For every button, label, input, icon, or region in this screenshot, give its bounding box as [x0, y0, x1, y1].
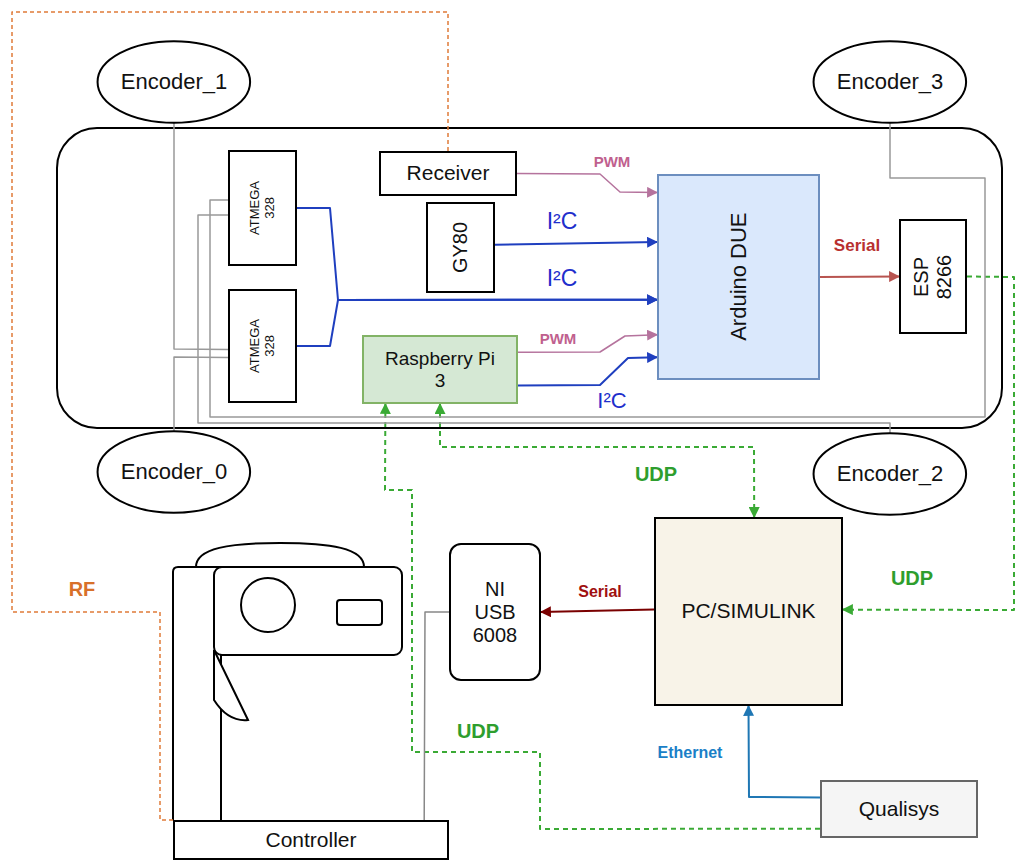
connector-line: [518, 335, 657, 353]
connector-line: [749, 706, 821, 797]
node-label: Encoder_3: [837, 69, 943, 94]
receiver-box: Receiver: [379, 151, 517, 196]
node-label: Receiver: [407, 161, 490, 185]
signal-label: I²C: [547, 266, 578, 291]
node-label: Encoder_2: [837, 461, 943, 486]
connector-line: [820, 276, 899, 279]
connector-line: [12, 12, 448, 820]
microcontroller-box: ATMEGA 328: [228, 289, 297, 403]
signal-label: Ethernet: [658, 744, 723, 762]
encoder-ellipse: Encoder_1: [96, 40, 252, 124]
signal-label: I²C: [547, 209, 578, 234]
connector-line: [210, 123, 985, 417]
encoder-ellipse: Encoder_0: [96, 430, 252, 514]
connector-line: [385, 404, 820, 829]
node-label: ESP 8266: [910, 250, 956, 304]
mocap-box: Qualisys: [820, 780, 978, 838]
connector-line: [440, 404, 754, 517]
node-label: GY80: [449, 222, 472, 273]
connector-line: [541, 610, 654, 612]
pc-box: PC/SIMULINK: [654, 517, 843, 706]
node-label: Controller: [265, 828, 356, 852]
arduino-box: Arduino DUE: [657, 174, 820, 380]
signal-label: UDP: [457, 720, 499, 742]
node-label: ATMEGA 328: [248, 315, 278, 377]
node-label: Arduino DUE: [726, 213, 751, 341]
connector-line: [495, 242, 657, 245]
signal-label: I²C: [597, 389, 626, 413]
raspberry-pi-box: Raspberry Pi 3: [362, 335, 518, 404]
connector-line: [518, 357, 657, 385]
signal-label: PWM: [594, 154, 631, 171]
encoder-ellipse: Encoder_3: [812, 40, 968, 124]
connector-line: [174, 357, 228, 431]
node-label: ATMEGA 328: [248, 177, 278, 239]
connector-line: [517, 174, 657, 193]
signal-label: PWM: [540, 331, 577, 348]
wifi-module-box: ESP 8266: [899, 219, 967, 334]
signal-label: Serial: [578, 583, 622, 601]
daq-box: NI USB 6008: [449, 543, 541, 681]
signal-label: UDP: [891, 567, 933, 589]
connector-line: [174, 123, 228, 349]
node-label: Qualisys: [859, 797, 940, 821]
encoder-ellipse: Encoder_2: [812, 432, 968, 516]
node-label: PC/SIMULINK: [681, 599, 815, 623]
node-label: Encoder_0: [121, 459, 227, 484]
node-label: Encoder_1: [121, 69, 227, 94]
imu-box: GY80: [426, 202, 495, 293]
connector-line: [424, 612, 449, 820]
signal-label: Serial: [834, 237, 880, 256]
camera-illustration: [173, 543, 402, 820]
node-label: Raspberry Pi 3: [384, 348, 496, 392]
signal-label: RF: [69, 578, 96, 600]
controller-box: Controller: [173, 820, 449, 860]
signal-label: UDP: [635, 463, 677, 485]
node-label: NI USB 6008: [464, 578, 526, 647]
microcontroller-box: ATMEGA 328: [228, 150, 297, 266]
